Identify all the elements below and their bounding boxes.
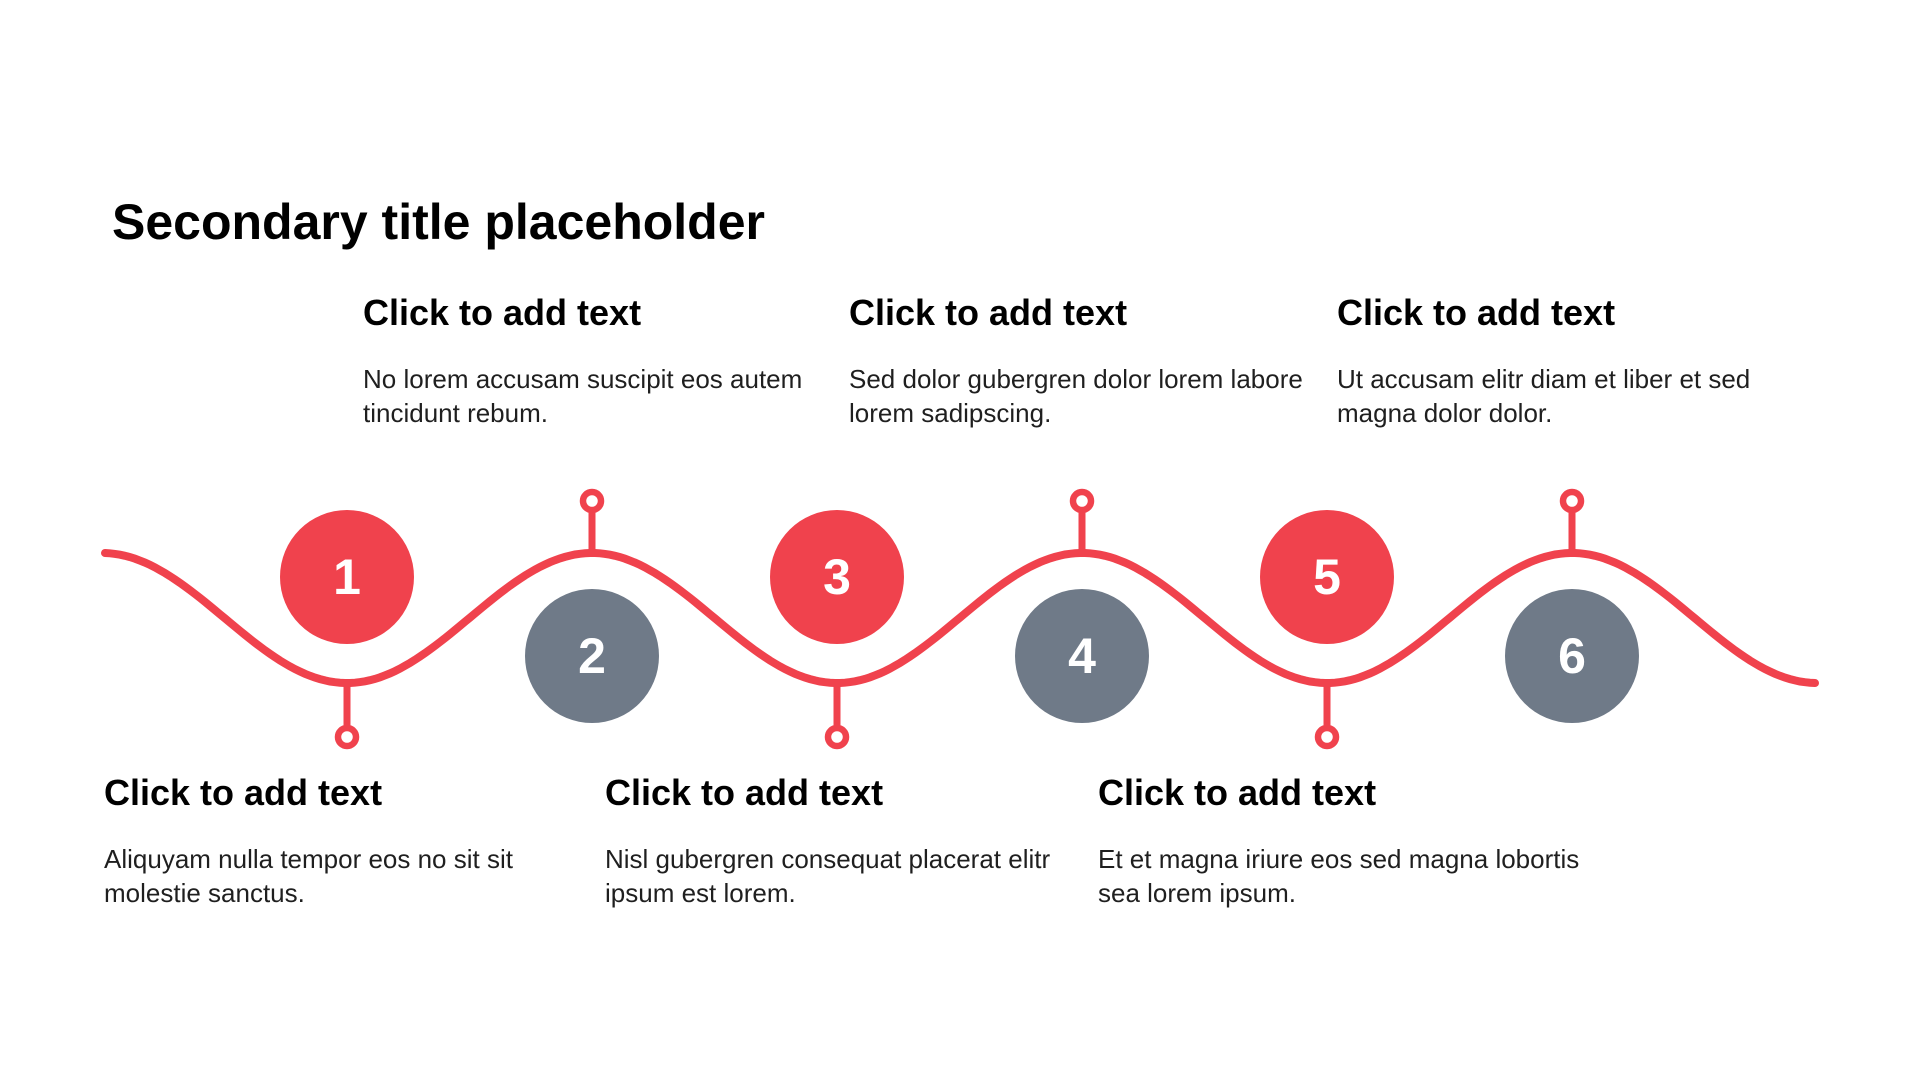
connector-ring-icon bbox=[579, 488, 605, 514]
step-4-body-line: Sed dolor gubergren dolor lorem labore bbox=[849, 364, 1303, 394]
step-circle-5: 5 bbox=[1260, 510, 1394, 644]
step-number: 3 bbox=[823, 549, 851, 605]
step-3-body-line: ipsum est lorem. bbox=[605, 878, 796, 908]
connector-ring-icon bbox=[1559, 488, 1585, 514]
step-5-body-line: Et et magna iriure eos sed magna loborti… bbox=[1098, 844, 1580, 874]
step-5-body-line: sea lorem ipsum. bbox=[1098, 878, 1296, 908]
step-circle-2: 2 bbox=[525, 589, 659, 723]
slide-title[interactable]: Secondary title placeholder bbox=[112, 194, 765, 250]
step-1-text-block[interactable]: Click to add text Aliquyam nulla tempor … bbox=[104, 772, 513, 910]
step-3-text-block[interactable]: Click to add text Nisl gubergren consequ… bbox=[605, 772, 1050, 910]
step-number: 1 bbox=[333, 549, 361, 605]
step-6-text-block[interactable]: Click to add text Ut accusam elitr diam … bbox=[1337, 292, 1750, 430]
step-4-body: Sed dolor gubergren dolor lorem labore l… bbox=[849, 362, 1303, 430]
step-3-body-line: Nisl gubergren consequat placerat elitr bbox=[605, 844, 1051, 874]
connector-ring-icon bbox=[334, 724, 360, 750]
step-number: 5 bbox=[1313, 549, 1341, 605]
step-circle-1: 1 bbox=[280, 510, 414, 644]
step-2-heading: Click to add text bbox=[363, 292, 642, 333]
step-1-heading: Click to add text bbox=[104, 772, 383, 813]
connector-ring-icon bbox=[824, 724, 850, 750]
step-2-text-block[interactable]: Click to add text No lorem accusam susci… bbox=[363, 292, 802, 430]
step-5-heading: Click to add text bbox=[1098, 772, 1377, 813]
step-1-body-line: Aliquyam nulla tempor eos no sit sit bbox=[104, 844, 513, 874]
step-number: 2 bbox=[578, 628, 606, 684]
step-2-body: No lorem accusam suscipit eos autem tinc… bbox=[363, 362, 802, 430]
step-number: 4 bbox=[1068, 628, 1096, 684]
step-2-body-line: tincidunt rebum. bbox=[363, 398, 548, 428]
connector-ring-icon bbox=[1069, 488, 1095, 514]
step-circle-6: 6 bbox=[1505, 589, 1639, 723]
step-5-text-block[interactable]: Click to add text Et et magna iriure eos… bbox=[1098, 772, 1579, 910]
step-circle-4: 4 bbox=[1015, 589, 1149, 723]
step-1-body-line: molestie sanctus. bbox=[104, 878, 305, 908]
step-number: 6 bbox=[1558, 628, 1586, 684]
step-6-body: Ut accusam elitr diam et liber et sed ma… bbox=[1337, 362, 1750, 430]
step-1-body: Aliquyam nulla tempor eos no sit sit mol… bbox=[104, 842, 513, 910]
step-6-heading: Click to add text bbox=[1337, 292, 1616, 333]
step-6-body-line: magna dolor dolor. bbox=[1337, 398, 1553, 428]
step-4-heading: Click to add text bbox=[849, 292, 1128, 333]
step-5-body: Et et magna iriure eos sed magna loborti… bbox=[1098, 842, 1579, 910]
step-circle-3: 3 bbox=[770, 510, 904, 644]
step-4-body-line: lorem sadipscing. bbox=[849, 398, 1052, 428]
step-3-body: Nisl gubergren consequat placerat elitr … bbox=[605, 842, 1050, 910]
connector-ring-icon bbox=[1314, 724, 1340, 750]
step-6-body-line: Ut accusam elitr diam et liber et sed bbox=[1337, 364, 1751, 394]
step-2-body-line: No lorem accusam suscipit eos autem bbox=[363, 364, 803, 394]
step-4-text-block[interactable]: Click to add text Sed dolor gubergren do… bbox=[849, 292, 1303, 430]
step-3-heading: Click to add text bbox=[605, 772, 884, 813]
